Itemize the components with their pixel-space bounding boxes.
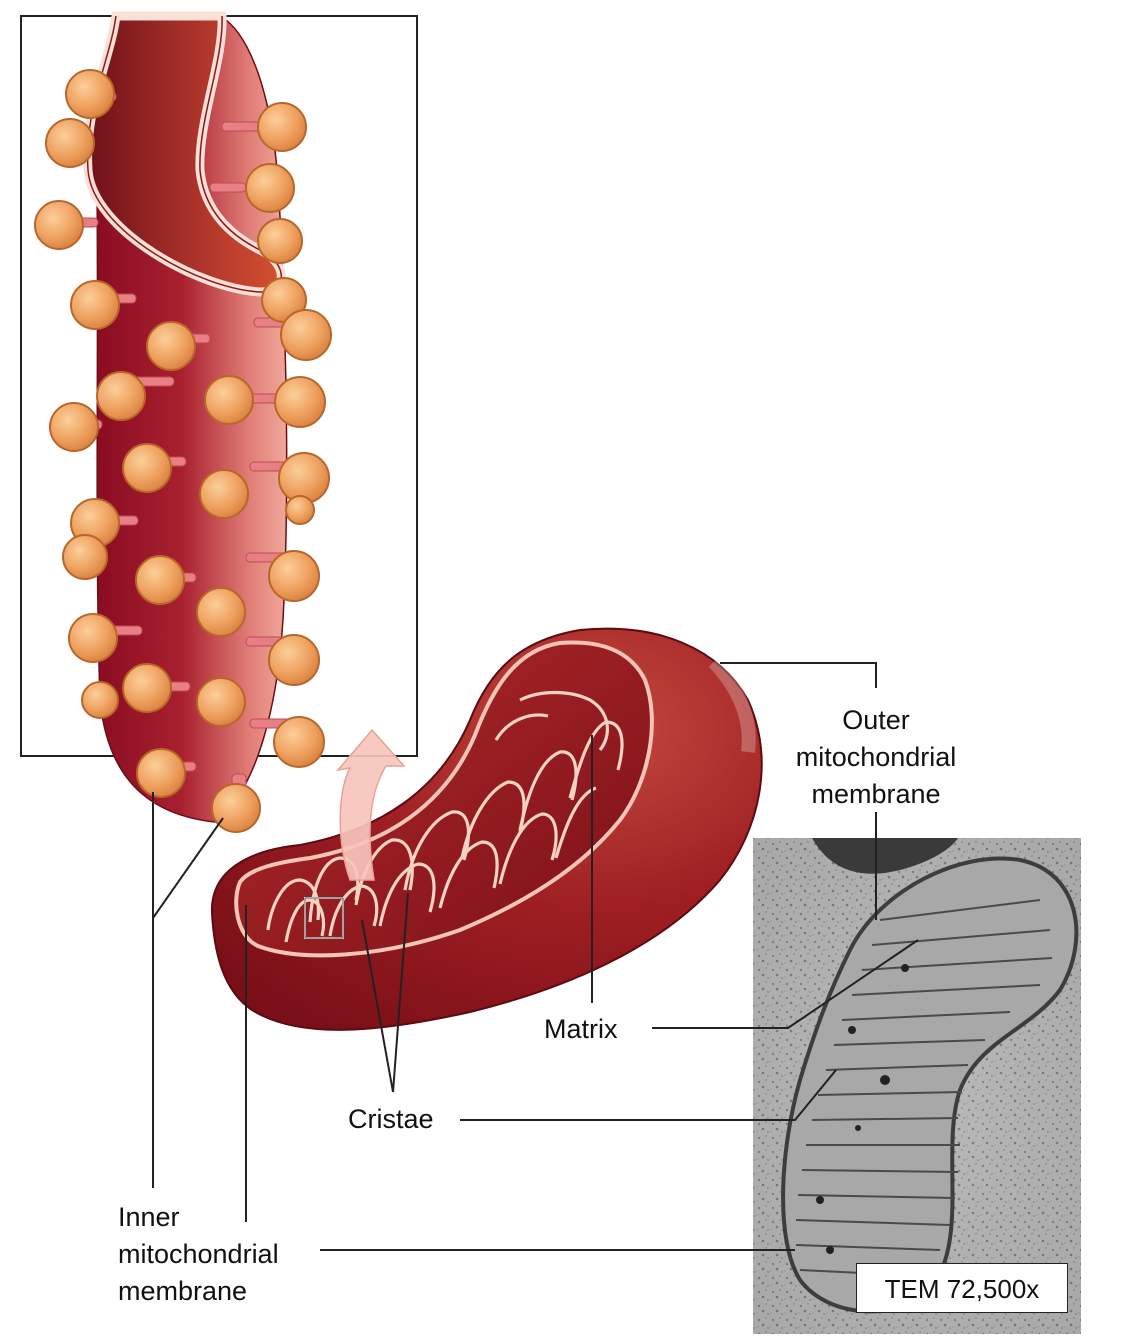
inner-membrane-label-line2: mitochondrial [118,1239,279,1269]
cristae-tem-leader [460,1069,837,1121]
crista-inset [20,11,418,833]
tem-micrograph [753,838,1081,1334]
cristae-leader-b [392,892,409,1093]
outer-membrane-label-line3: membrane [811,779,941,809]
zoom-arrow [336,728,406,881]
outer-membrane-label-line1: Outer [842,705,910,735]
tem-magnification-caption: TEM 72,500x [856,1263,1068,1313]
matrix-label: Matrix [544,1014,618,1044]
inner-membrane-label: Inner mitochondrial membrane [118,1199,279,1310]
cristae-folds [266,690,624,931]
mitochondrion-cutaway [210,627,763,1031]
cristae-label: Cristae [348,1104,434,1134]
inner-membrane-label-line3: membrane [118,1276,248,1306]
inner-membrane-leader-b [152,817,224,919]
matrix-tem-leader [652,939,919,1029]
outer-membrane-label-line2: mitochondrial [795,742,957,772]
leader-lines [152,662,919,1251]
outer-membrane-leader [720,662,877,688]
cristae-leader-a [361,919,394,1093]
outer-membrane-label: Outer mitochondrial membrane [758,702,994,813]
inner-membrane-label-line1: Inner [118,1202,180,1232]
atp-synthase-complexes [34,69,332,833]
cut-face [234,640,654,958]
tem-mitochondrion [781,856,1079,1314]
